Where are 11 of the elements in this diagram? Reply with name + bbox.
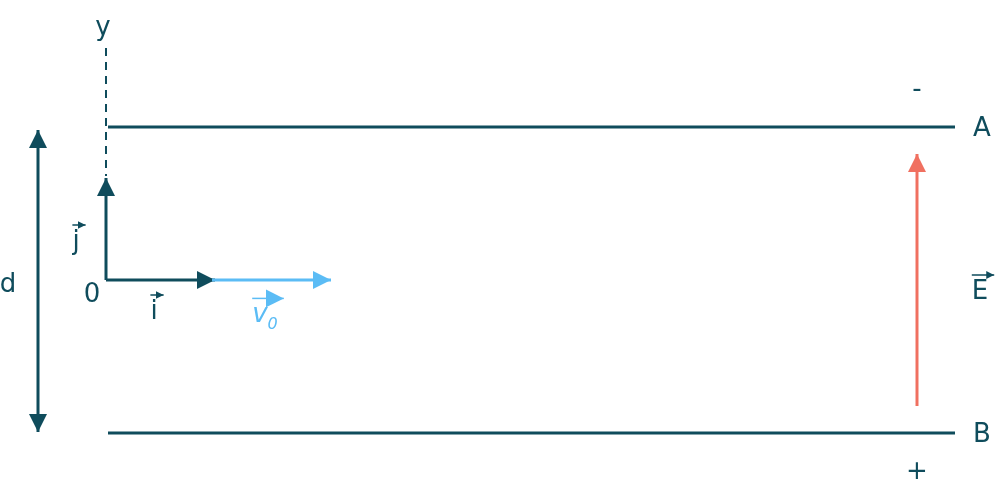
text-label: A [973, 114, 991, 140]
text-label: B [973, 420, 991, 446]
text-label: - [912, 75, 922, 101]
vector-label: E [971, 277, 989, 303]
vector-label: j [72, 227, 80, 253]
vector-label: i [150, 297, 158, 323]
text-label: 0 [83, 280, 101, 306]
text-label: + [906, 457, 928, 483]
text-label: d [0, 270, 17, 296]
text-label: y [95, 13, 111, 39]
vector-label: v$_{0}$ [252, 300, 278, 332]
